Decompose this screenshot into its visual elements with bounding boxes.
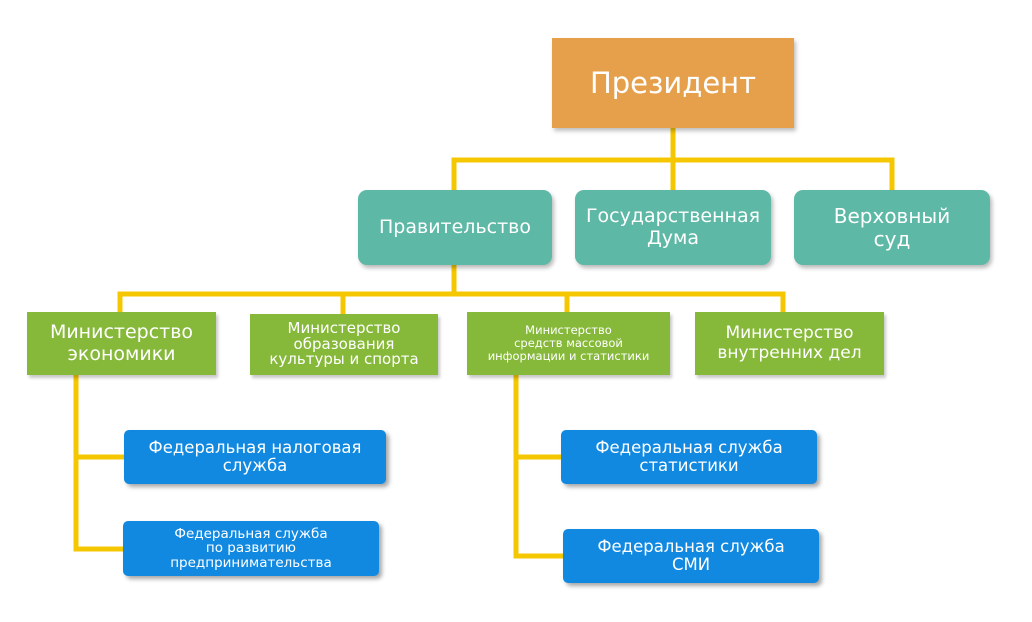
service-media-label: Федеральная служба СМИ [597,536,785,574]
service-tax-label: Федеральная налоговая служба [148,437,362,475]
ministry-media-label: Министерство средств массовой информации… [487,323,650,363]
service-media-box: Федеральная служба СМИ [563,529,819,583]
ministry-interior-box: Министерство внутренних дел [695,312,884,375]
service-business-box: Федеральная служба по развитию предприни… [123,521,379,576]
ministry-education-label: Министерство образования культуры и спор… [269,318,419,369]
service-tax-box: Федеральная налоговая служба [124,430,386,484]
president-label: Президент [589,65,757,100]
service-business-label: Федеральная служба по развитию предприни… [170,526,332,571]
service-statistics-label: Федеральная служба статистики [595,437,783,475]
service-statistics-box: Федеральная служба статистики [561,430,817,484]
ministry-economy-box: Министерство экономики [27,312,216,375]
duma-box: Государственная Дума [575,190,771,265]
president-box: Президент [552,38,794,128]
ministry-interior-label: Министерство внутренних дел [717,323,862,363]
government-box: Правительство [358,190,552,265]
duma-label: Государственная Дума [585,205,761,249]
ministry-media-box: Министерство средств массовой информации… [467,312,670,375]
ministry-economy-label: Министерство экономики [49,321,194,365]
government-label: Правительство [379,215,531,238]
ministry-education-box: Министерство образования культуры и спор… [250,314,438,375]
court-box: Верховный суд [794,190,990,265]
court-label: Верховный суд [833,204,951,251]
